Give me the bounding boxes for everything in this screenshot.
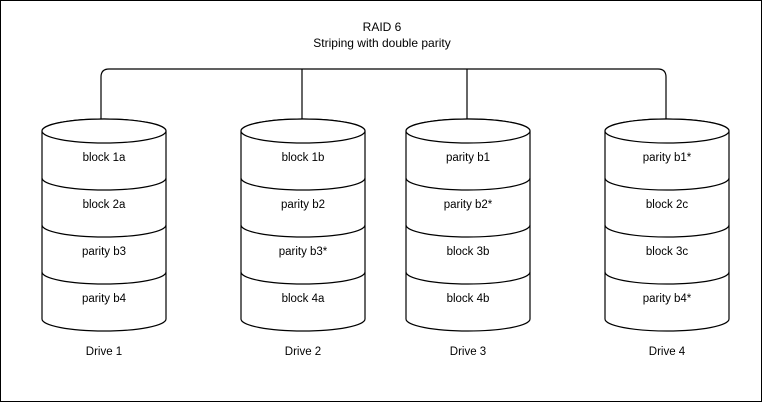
block-label-drive-4-slot-4: parity b4* (642, 293, 692, 305)
cylinder-divider-1 (405, 177, 531, 191)
drive-cylinders (41, 118, 730, 332)
drive-cylinder-1 (41, 118, 167, 332)
block-label-drive-1-slot-3: parity b3 (81, 246, 127, 258)
cylinder-divider-3 (604, 271, 730, 285)
cylinder-divider-1 (240, 177, 366, 191)
block-label-drive-3-slot-3: block 3b (446, 246, 490, 258)
cylinder-divider-2 (41, 224, 167, 238)
block-label-drive-2-slot-3: parity b3* (278, 246, 328, 258)
cylinder-top-ellipse (604, 118, 730, 144)
drive-name-label-4: Drive 4 (648, 346, 686, 358)
diagram-title: RAID 6 Striping with double parity (1, 19, 761, 51)
block-label-drive-1-slot-1: block 1a (82, 152, 126, 164)
block-label-drive-3-slot-4: block 4b (446, 293, 490, 305)
cylinder-divider-2 (604, 224, 730, 238)
cylinder-top-ellipse (41, 118, 167, 144)
block-label-drive-2-slot-2: parity b2 (280, 199, 326, 211)
block-label-drive-2-slot-1: block 1b (281, 152, 325, 164)
block-label-drive-4-slot-1: parity b1* (642, 152, 692, 164)
block-label-drive-2-slot-4: block 4a (281, 293, 325, 305)
drive-connector-bracket (100, 68, 667, 123)
block-label-drive-3-slot-2: parity b2* (443, 199, 493, 211)
cylinder-top-ellipse (240, 118, 366, 144)
diagram-title-line-1: RAID 6 (362, 20, 402, 34)
drive-cylinder-4 (604, 118, 730, 332)
drive-name-label-2: Drive 2 (284, 346, 322, 358)
cylinder-divider-3 (41, 271, 167, 285)
cylinder-divider-1 (604, 177, 730, 191)
drive-cylinder-2 (240, 118, 366, 332)
drive-name-label-1: Drive 1 (85, 346, 123, 358)
block-label-drive-4-slot-3: block 3c (645, 246, 689, 258)
cylinder-divider-2 (240, 224, 366, 238)
drive-cylinder-3 (405, 118, 531, 332)
block-label-drive-1-slot-2: block 2a (82, 199, 126, 211)
diagram-title-line-2: Striping with double parity (313, 36, 451, 50)
cylinder-divider-3 (405, 271, 531, 285)
cylinder-divider-1 (41, 177, 167, 191)
cylinder-top-ellipse (405, 118, 531, 144)
drive-name-label-3: Drive 3 (449, 346, 487, 358)
block-label-drive-3-slot-1: parity b1 (445, 152, 491, 164)
block-label-drive-1-slot-4: parity b4 (81, 293, 127, 305)
cylinder-divider-2 (405, 224, 531, 238)
bracket-path (100, 68, 667, 123)
block-label-drive-4-slot-2: block 2c (645, 199, 689, 211)
cylinder-divider-3 (240, 271, 366, 285)
